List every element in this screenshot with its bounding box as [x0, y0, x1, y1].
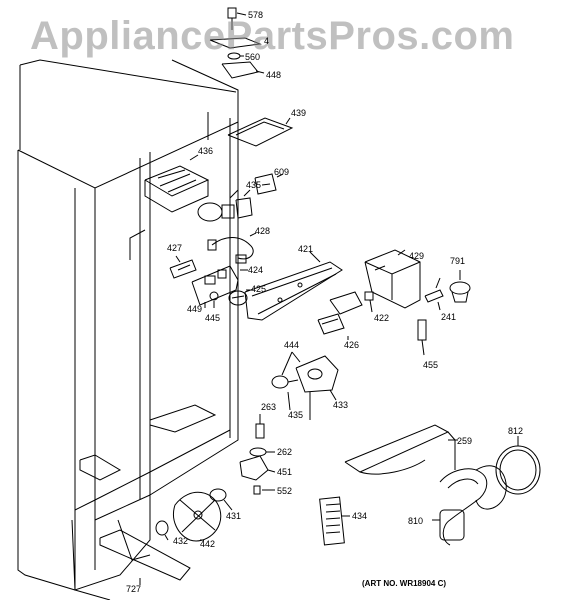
- callout-791: 791: [450, 256, 466, 266]
- callout-451: 451: [277, 467, 293, 477]
- callout-262: 262: [277, 447, 293, 457]
- callout-425: 425: [251, 284, 267, 294]
- fan-motor-part: [271, 351, 339, 420]
- light-shield-part: [227, 117, 294, 147]
- refrigerator-cabinet: [17, 59, 239, 600]
- callout-439: 439: [291, 108, 307, 118]
- callout-727: 727: [126, 584, 142, 594]
- callout-429: 429: [409, 251, 425, 261]
- callout-432: 432: [173, 536, 189, 546]
- callout-448: 448: [266, 70, 282, 80]
- callout-259: 259: [457, 436, 473, 446]
- evaporator-cover-part: [319, 424, 458, 546]
- callout-578: 578: [248, 10, 264, 20]
- callout-428: 428: [255, 226, 271, 236]
- light-housing-part: [144, 154, 210, 213]
- callout-263: 263: [261, 402, 277, 412]
- callout-560: 560: [245, 52, 261, 62]
- callout-422: 422: [374, 313, 390, 323]
- callout-444: 444: [284, 340, 300, 350]
- fan-blade-part: [155, 488, 233, 542]
- callout-427: 427: [167, 243, 183, 253]
- callout-810: 810: [408, 516, 424, 526]
- bottom-grille-part: [99, 529, 191, 585]
- callout-426: 426: [344, 340, 360, 350]
- callout-449: 449: [187, 304, 203, 314]
- callout-424: 424: [248, 265, 264, 275]
- control-assembly-part: [191, 265, 250, 308]
- callout-434: 434: [352, 511, 368, 521]
- site-watermark: AppliancePartsPros.com: [30, 14, 515, 58]
- small-components: [317, 270, 471, 356]
- callout-4: 4: [264, 36, 270, 46]
- callout-433: 433: [333, 400, 349, 410]
- mid-hardware: [239, 414, 276, 495]
- callout-442: 442: [200, 539, 216, 549]
- callout-455: 455: [423, 360, 439, 370]
- callout-241: 241: [441, 312, 457, 322]
- callout-445: 445: [205, 313, 221, 323]
- connector-part: [169, 255, 197, 279]
- callout-552: 552: [277, 486, 293, 496]
- callout-435-lower: 435: [288, 410, 304, 420]
- ice-maker-part: [432, 436, 541, 546]
- callout-431: 431: [226, 511, 242, 521]
- art-number: (ART NO. WR18904 C): [362, 579, 447, 588]
- callout-421: 421: [298, 244, 314, 254]
- control-housing-part: [244, 251, 343, 321]
- callout-609: 609: [274, 167, 290, 177]
- callout-435-upper: 435: [246, 180, 262, 190]
- top-bracket-assembly: [209, 7, 265, 79]
- light-bulb-socket-part: [197, 173, 284, 222]
- wire-harness-part: [207, 232, 257, 264]
- callout-436: 436: [198, 146, 214, 156]
- callout-812: 812: [508, 426, 524, 436]
